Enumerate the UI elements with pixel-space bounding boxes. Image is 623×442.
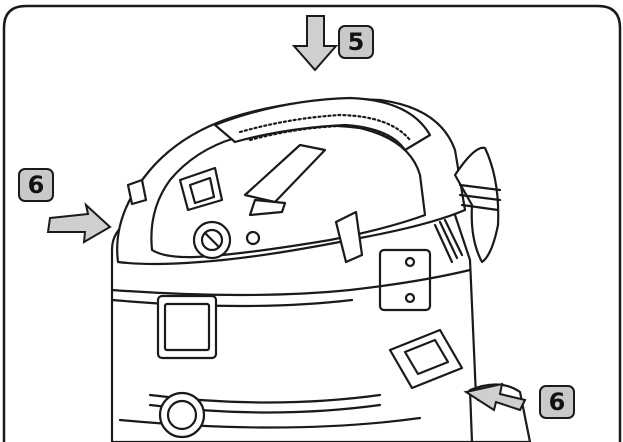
- callout-6-left: 6: [18, 168, 54, 202]
- down-arrow-icon: [291, 15, 339, 72]
- display-window: [156, 294, 218, 360]
- frame-border: [2, 4, 622, 442]
- callout-6-right: 6: [539, 385, 575, 419]
- right-arrow-icon: [46, 202, 112, 244]
- diagonal-arrow-icon: [463, 382, 527, 412]
- callout-5: 5: [338, 25, 374, 59]
- power-switch: [388, 328, 464, 390]
- side-clip: [453, 146, 500, 264]
- hose-inlet: [158, 391, 206, 439]
- center-grip: [243, 143, 327, 204]
